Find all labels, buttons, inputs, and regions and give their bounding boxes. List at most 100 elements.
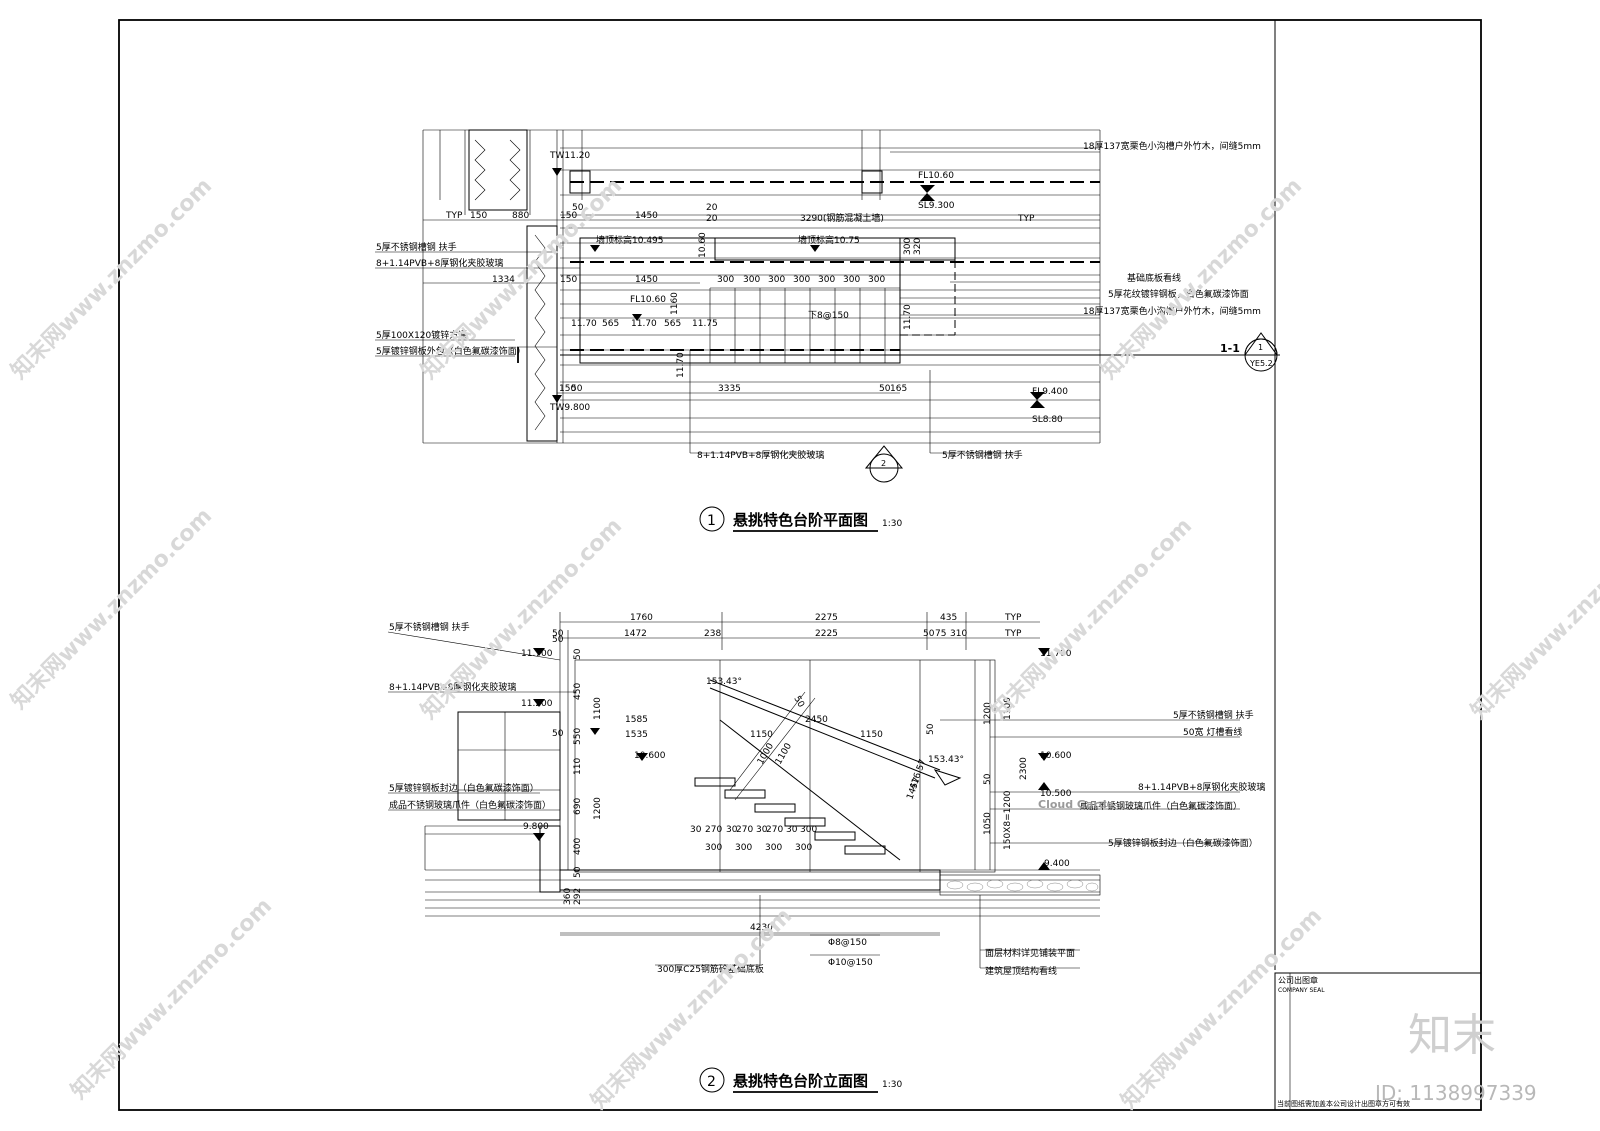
plan-dim-3335: 3335 [718, 384, 741, 394]
plan-dim-300-4: 300 [818, 275, 835, 285]
elev-label-l1: 5厚不锈钢槽钢 扶手 [389, 621, 470, 633]
elev-dim-50f: 50 [573, 866, 583, 878]
plan-dim-3290: 3290(钢筋混凝土墙) [800, 212, 884, 224]
elev-dim-50a-v: 50 [573, 648, 583, 660]
elev-dim-75: 75 [935, 629, 946, 639]
plan-dim-50b: 50 [571, 384, 583, 394]
elev-scale: 1:30 [882, 1080, 902, 1090]
plan-dim-150d: 150 [559, 384, 576, 394]
elev-dim-4230: 4230 [750, 923, 773, 933]
elev-label-b5: 建筑屋顶结构看线 [985, 965, 1057, 977]
plan-level-tw2: TW9.800 [549, 403, 590, 413]
elev-dim-1760: 1760 [630, 613, 653, 623]
plan-dim-typ1: TYP [445, 211, 463, 221]
elev-dim-310: 310 [950, 629, 967, 639]
plan-dim-320: 320 [913, 238, 923, 255]
title-block [1274, 972, 1482, 1111]
elev-dim-435: 435 [940, 613, 957, 623]
elev-step-b-2: 300 [765, 843, 782, 853]
elev-dim-690: 690 [573, 798, 583, 815]
elev-title: 悬挑特色台阶立面图 [733, 1072, 868, 1090]
elev-level-9400: 9.400 [1044, 859, 1070, 869]
elev-label-r5: 5厚镀锌钢板封边（白色氟碳漆饰面） [1108, 837, 1258, 849]
plan-wall-top1: 墙顶标高10.495 [596, 234, 664, 246]
elev-dim-typ1: TYP [1004, 613, 1022, 623]
plan-dim-1334: 1334 [492, 275, 515, 285]
elev-dim-360: 360 [563, 888, 573, 905]
plan-dim-565b: 565 [664, 319, 681, 329]
elev-dim-50b: 50 [552, 729, 564, 739]
elev-dim-50: 50 [552, 629, 564, 639]
elev-dim-50d: 50 [983, 773, 993, 785]
watermark-text-8: 知末网www.znzmo.com [66, 893, 277, 1104]
plan-dim-1450a: 1450 [635, 211, 658, 221]
elev-label-r4: 成品不锈钢玻璃爪件（白色氟碳漆饰面） [1080, 800, 1242, 812]
elev-dim-550: 550 [573, 728, 583, 745]
elev-step-a-6: 300 [800, 825, 817, 835]
elev-dim-typ2: TYP [1004, 629, 1022, 639]
plan-label-l2: 8+1.14PVB+8厚钢化夹胶玻璃 [376, 257, 503, 269]
elev-dim-50a: 50 [552, 635, 564, 645]
plan-level-fl3: FL9.400 [1032, 387, 1068, 397]
plan-dim-1160: 1160 [670, 292, 680, 315]
elev-dim-1585: 1585 [625, 715, 648, 725]
elev-label-l2: 8+1.14PVB+8厚钢化夹胶玻璃 [389, 681, 516, 693]
plan-dim-typ2: TYP [1017, 214, 1035, 224]
elev-dim-150x8: 150X8=1200 [1003, 790, 1013, 850]
elev-dim-1100b: 1100 [1003, 697, 1013, 720]
plan-level-v5: 11.70 [676, 352, 686, 378]
elev-dim-1100c: 1100 [774, 741, 794, 766]
elev-step-a-1: 30 [726, 825, 738, 835]
plan-level-sl1: SL9.300 [918, 201, 955, 211]
elev-angle2: 153.43° [928, 755, 964, 765]
elev-dim-2300: 2300 [1019, 757, 1029, 780]
plan-level-tw1: TW11.20 [549, 151, 590, 161]
elevation-texts: 1760 2275 435 TYP 50 1472 238 2225 50 75… [389, 613, 1265, 1093]
plan-label-l1: 5厚不锈钢槽钢 扶手 [376, 241, 457, 253]
plan-level-v6: 10.60 [698, 232, 708, 258]
section-mark-num: 1 [1258, 343, 1263, 352]
elev-label-b3: Φ10@150 [828, 958, 873, 968]
elev-dim-2450: 2450 [805, 715, 828, 725]
elev-dim-450: 450 [573, 683, 583, 700]
elev-level-11700a: 11.700 [521, 649, 553, 659]
elev-label-b4: 面层材料详见铺装平面 [985, 947, 1075, 959]
plan-dim-150b: 150 [560, 211, 577, 221]
plan-dim-880: 880 [512, 211, 529, 221]
elev-dim-1000: 1000 [756, 741, 776, 766]
plan-dim-165: 165 [890, 384, 907, 394]
watermark-text-4: 知末网www.znzmo.com [6, 503, 217, 714]
section-mark-ref: YE5.2 [1249, 359, 1273, 368]
plan-dim-150a: 150 [470, 211, 487, 221]
plan-label-r1: 18厚137宽栗色小沟槽户外竹木，间缝5mm [1083, 140, 1261, 152]
elev-label-b2: Φ8@150 [828, 938, 867, 948]
plan-label-r4: 18厚137宽栗色小沟槽户外竹木，间缝5mm [1083, 305, 1261, 317]
plan-wall-top2: 墙顶标高10.75 [798, 234, 860, 246]
plan-dim-1300: 300 [903, 238, 913, 255]
view-mark-num: 2 [881, 459, 886, 468]
plan-rebar: 下8@150 [808, 311, 849, 321]
elev-dim-1200b: 1200 [593, 797, 603, 820]
elev-level-10500: 10.500 [1040, 789, 1072, 799]
elev-label-l4: 成品不锈钢玻璃爪件（白色氟碳漆饰面） [389, 799, 551, 811]
plan-level-v1: 11.70 [571, 319, 597, 329]
plan-label-r3: 5厚花纹镀锌钢板，白色氟碳漆饰面 [1108, 288, 1249, 300]
plan-level-fl1: FL10.60 [918, 171, 954, 181]
elev-dim-292: 292 [573, 888, 583, 905]
sheet-border [118, 19, 1482, 1111]
elev-dim-1100a: 1100 [593, 697, 603, 720]
elev-dim-110: 110 [573, 758, 583, 775]
elev-step-a-0: 270 [705, 825, 722, 835]
plan-title: 悬挑特色台阶平面图 [733, 511, 868, 529]
seal-en-text: COMPANY SEAL [1278, 987, 1325, 994]
plan-dim-150c: 150 [560, 275, 577, 285]
seal-cn-text: 公司出图章 [1278, 975, 1318, 985]
elev-label-r3: 8+1.14PVB+8厚钢化夹胶玻璃 [1138, 781, 1265, 793]
plan-dim-565a: 565 [602, 319, 619, 329]
elev-dim-1150a: 1150 [750, 730, 773, 740]
plan-level-v2: 11.70 [631, 319, 657, 329]
plan-dim-50c: 50 [879, 384, 891, 394]
plan-dim-300-1: 300 [743, 275, 760, 285]
elev-level-10600b: 10.600 [1040, 751, 1072, 761]
watermark-brand: 知末 [1408, 1010, 1496, 1061]
